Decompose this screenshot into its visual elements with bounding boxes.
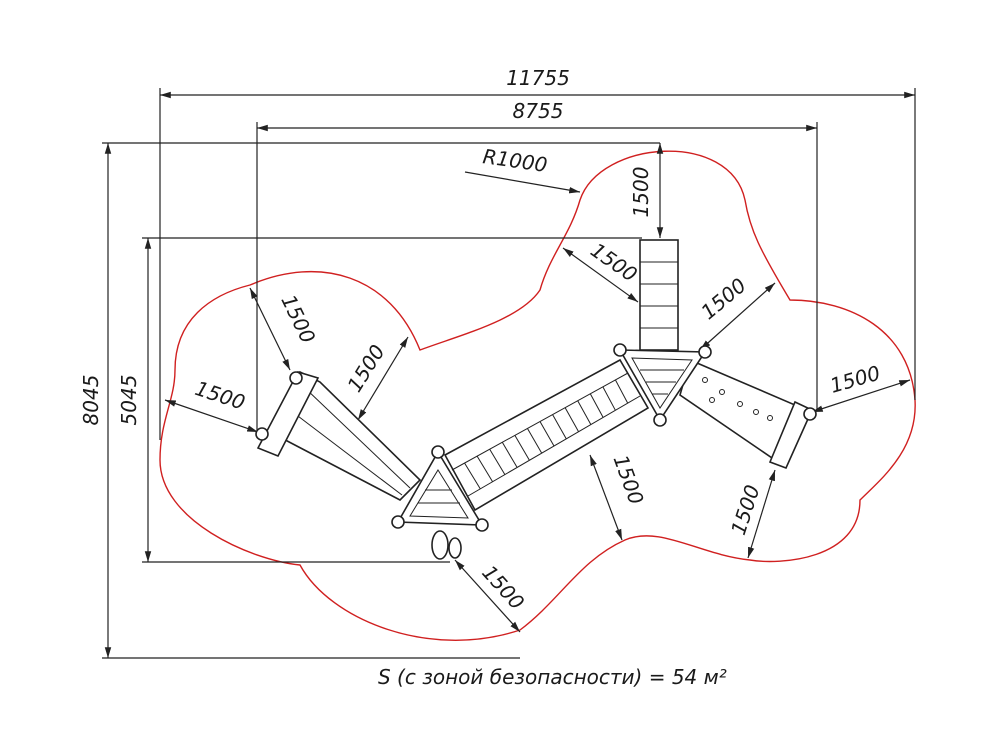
- bridge-slat: [489, 448, 506, 475]
- svg-text:1500: 1500: [629, 167, 653, 218]
- svg-text:1500: 1500: [477, 560, 529, 614]
- bridge-slat: [552, 414, 567, 440]
- offset-dim-top-right: 1500: [696, 273, 776, 351]
- bridge-slat: [577, 400, 592, 425]
- svg-text:1500: 1500: [609, 452, 649, 508]
- area-caption: S (с зоной безопасности) = 54 м²: [378, 665, 727, 689]
- offset-dim-top: 1500: [629, 143, 664, 238]
- svg-text:1500: 1500: [726, 482, 765, 538]
- overall-width-label: 11755: [506, 66, 570, 90]
- offset-dim-bottom-right: 1500: [726, 469, 776, 559]
- inner-height-label: 5045: [117, 375, 141, 426]
- bridge-slat: [589, 393, 604, 418]
- offset-dim-upper-left: 1500: [249, 287, 320, 371]
- inner-width-label: 8755: [513, 99, 564, 123]
- offset-dim-top-left: 1500: [562, 238, 642, 303]
- bridge-slat: [602, 386, 616, 411]
- svg-text:1500: 1500: [342, 340, 389, 396]
- overall-height-label: 8045: [79, 375, 103, 426]
- svg-text:1500: 1500: [276, 291, 320, 347]
- offset-dim-center-left: 1500: [342, 336, 409, 421]
- bridge-slat: [514, 435, 530, 461]
- overall-height-dimension: 8045: [79, 142, 660, 659]
- right-climbing-wall: [679, 358, 817, 470]
- overall-width-dimension: 11755: [159, 66, 916, 440]
- svg-text:1500: 1500: [696, 273, 750, 324]
- bridge-slat: [526, 428, 543, 454]
- offset-dim-bottom: 1500: [454, 559, 529, 633]
- offset-dim-right: 1500: [811, 361, 911, 413]
- right-tower-platform: [613, 343, 712, 427]
- bridge-slat: [464, 462, 481, 490]
- safety-zone-outline: [159, 150, 916, 641]
- radius-callout: R1000: [464, 144, 581, 194]
- inner-height-dimension: 5045: [117, 237, 642, 563]
- svg-text:1500: 1500: [586, 238, 641, 287]
- bridge-slat: [614, 379, 629, 404]
- offset-dim-left: 1500: [164, 376, 259, 433]
- offset-dim-middle: 1500: [589, 452, 649, 541]
- top-ladder: [639, 239, 679, 351]
- inner-width-dimension: 8755: [256, 99, 818, 430]
- center-bridge: [443, 358, 650, 512]
- svg-text:1500: 1500: [827, 361, 883, 398]
- bridge-slat: [539, 421, 555, 447]
- left-ramp: [255, 370, 422, 501]
- radius-label: R1000: [481, 144, 549, 177]
- bridge-slat: [476, 455, 494, 482]
- svg-text:1500: 1500: [192, 376, 248, 415]
- bridge-slat: [501, 442, 518, 468]
- bridge-slat: [564, 407, 580, 432]
- left-tower-platform: [391, 445, 489, 560]
